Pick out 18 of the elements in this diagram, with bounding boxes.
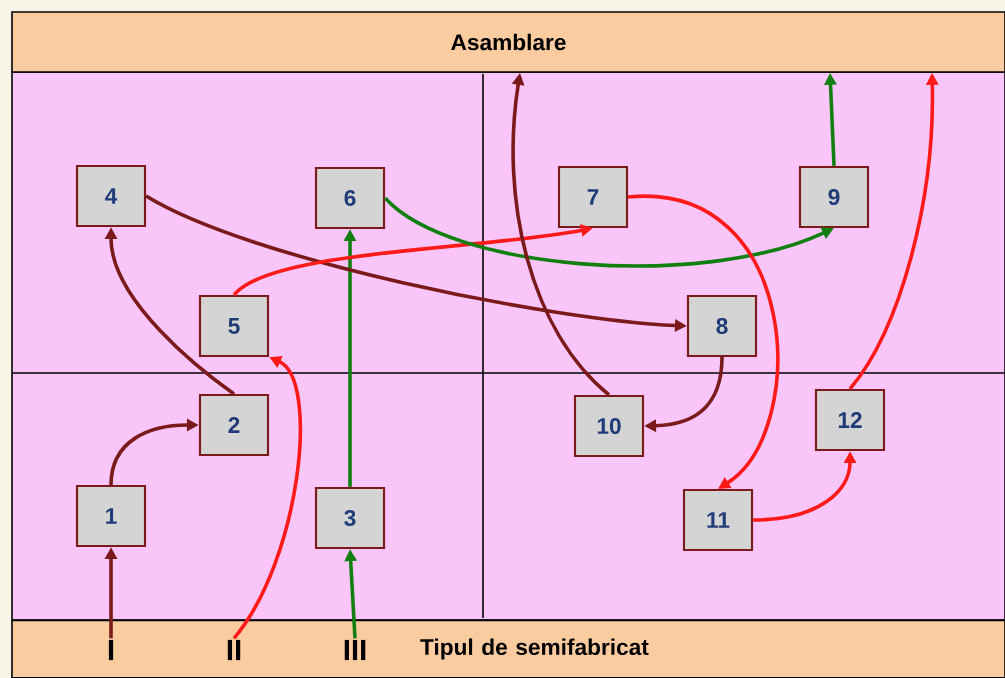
process-box: 5 (198, 294, 270, 358)
process-box: 3 (314, 486, 386, 550)
process-box: 1 (75, 484, 147, 548)
process-box: 6 (314, 166, 386, 230)
process-box: 7 (557, 165, 629, 229)
process-box: 8 (686, 294, 758, 358)
header-band: Asamblare (11, 11, 1005, 73)
process-box: 4 (75, 164, 147, 228)
arrow (628, 195, 780, 489)
process-box: 9 (798, 165, 870, 229)
type-label: I (108, 639, 114, 661)
process-box: 2 (198, 393, 270, 457)
process-box: 10 (573, 394, 645, 458)
type-label: II (227, 639, 241, 661)
process-box: 12 (814, 388, 886, 452)
type-label: III (344, 639, 366, 661)
arrow (232, 356, 303, 640)
process-box: 11 (682, 488, 754, 552)
